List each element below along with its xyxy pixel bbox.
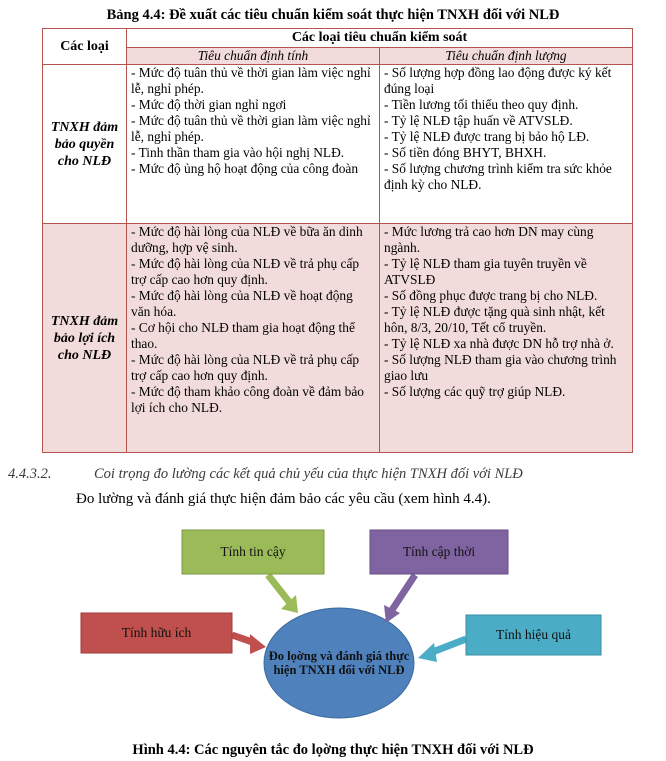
list-item: - Mức độ tuân thủ về thời gian làm việc … xyxy=(131,113,371,144)
list-item: - Mức độ tuân thủ về thời gian làm việc … xyxy=(131,65,371,96)
arrow-icon xyxy=(418,635,468,662)
box-effective: Tính hiệu quả xyxy=(496,627,571,642)
list-item: - Mức độ hài lòng của NLĐ về hoạt động v… xyxy=(131,288,353,319)
qualitative-cell: - Mức độ tuân thủ về thời gian làm việc … xyxy=(126,64,380,224)
list-item: - Tiền lương tối thiểu theo quy định. xyxy=(384,97,579,112)
center-ellipse xyxy=(263,607,415,719)
section-number: 4.4.3.2. xyxy=(8,466,52,482)
header-group: Các loại tiêu chuẩn kiểm soát xyxy=(125,28,634,48)
qualitative-cell: - Mức độ hài lòng của NLĐ về bữa ăn dinh… xyxy=(126,223,380,453)
principles-diagram xyxy=(80,529,602,719)
list-item: - Tỷ lệ NLĐ tham gia tuyên truyền về ATV… xyxy=(384,256,587,287)
arrow-icon xyxy=(384,573,418,623)
table-row: TNXH đảm bảo lợi ích cho NLĐ - Mức độ hà… xyxy=(42,223,634,453)
table-title: Bảng 4.4: Đề xuất các tiêu chuẩn kiểm so… xyxy=(106,7,560,23)
list-item: - Số lượng NLĐ tham gia vào chương trình… xyxy=(384,352,617,383)
header-qualitative: Tiêu chuẩn định tính xyxy=(126,47,380,65)
list-item: - Số lượng các quỹ trợ giúp NLĐ. xyxy=(384,384,566,399)
body-paragraph: Đo lường và đánh giá thực hiện đảm bảo c… xyxy=(76,491,491,507)
list-item: - Cơ hội cho NLĐ tham gia hoạt động thể … xyxy=(131,320,355,351)
center-label: Đo lọờng và đánh giá thực hiện TNXH đối … xyxy=(268,649,410,677)
section-heading: 4.4.3.2. Coi trọng đo lường các kết quả c… xyxy=(8,465,523,483)
figure-caption: Hình 4.4: Các nguyên tắc đo lọờng thực h… xyxy=(132,742,534,758)
list-item: - Tỷ lệ NLĐ được trang bị bảo hộ LĐ. xyxy=(384,129,590,144)
arrow-icon xyxy=(265,572,298,613)
section-title: Coi trọng đo lường các kết quả chủ yếu c… xyxy=(94,466,523,482)
box-reliable: Tính tin cậy xyxy=(220,544,286,559)
list-item: - Mức độ hài lòng của NLĐ về trả phụ cấp… xyxy=(131,352,360,383)
header-quantitative: Tiêu chuẩn định lượng xyxy=(378,47,634,65)
list-item: - Số lượng chương trình kiểm tra sức khỏ… xyxy=(384,161,612,192)
list-item: - Mức lương trả cao hơn DN may cùng ngàn… xyxy=(384,224,594,255)
list-item: - Số tiền đóng BHYT, BHXH. xyxy=(384,145,547,160)
box-useful-shape xyxy=(80,612,233,654)
box-effective-shape xyxy=(465,614,602,656)
list-item: - Tỷ lệ NLĐ tập huấn về ATVSLĐ. xyxy=(384,113,573,128)
row-category: TNXH đảm bảo quyền cho NLĐ xyxy=(42,64,127,224)
row-category: TNXH đảm bảo lợi ích cho NLĐ xyxy=(42,223,127,453)
box-timely-shape xyxy=(369,529,509,575)
list-item: - Số lượng hợp đồng lao động được ký kết… xyxy=(384,65,612,96)
list-item: - Số đồng phục được trang bị cho NLĐ. xyxy=(384,288,598,303)
quantitative-cell: - Số lượng hợp đồng lao động được ký kết… xyxy=(378,64,634,224)
box-useful: Tính hữu ích xyxy=(121,625,192,640)
list-item: - Mức độ tham khảo công đoàn về đảm bảo … xyxy=(131,384,364,415)
list-item: - Mức độ hài lòng của NLĐ về bữa ăn dinh… xyxy=(131,224,363,255)
header-category: Các loại xyxy=(42,28,127,65)
list-item: - Mức độ thời gian nghỉ ngơi xyxy=(131,97,287,112)
list-item: - Mức độ hài lòng của NLĐ về trả phụ cấp… xyxy=(131,256,360,287)
list-item: - Tỷ lệ NLĐ được tặng quà sinh nhật, kết… xyxy=(384,304,605,335)
quantitative-cell: - Mức lương trả cao hơn DN may cùng ngàn… xyxy=(378,223,634,453)
table-row: TNXH đảm bảo quyền cho NLĐ - Mức độ tuân… xyxy=(42,64,634,224)
arrow-icon xyxy=(230,631,266,654)
standards-table: Các loại Các loại tiêu chuẩn kiểm soát T… xyxy=(42,28,634,453)
list-item: - Mức độ ủng hộ hoạt động của công đoàn xyxy=(131,161,359,176)
box-reliable-shape xyxy=(181,529,325,575)
list-item: - Tinh thần tham gia vào hội nghị NLĐ. xyxy=(131,145,345,160)
box-timely: Tính cập thời xyxy=(402,544,476,559)
list-item: - Tỷ lệ NLĐ xa nhà được DN hỗ trợ nhà ở. xyxy=(384,336,614,351)
